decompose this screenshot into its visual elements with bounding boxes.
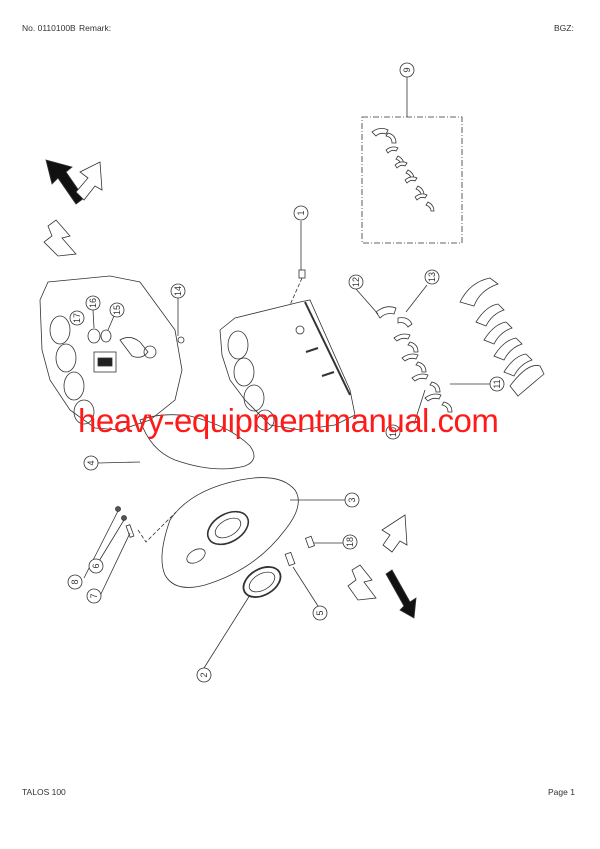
callout-11: 11 bbox=[489, 376, 505, 392]
document-number: No. 0110100B bbox=[22, 23, 76, 33]
model-name: TALOS 100 bbox=[22, 787, 66, 797]
svg-text:15: 15 bbox=[112, 305, 122, 315]
svg-text:8: 8 bbox=[70, 579, 80, 584]
callout-3: 3 bbox=[344, 492, 360, 508]
callout-5: 5 bbox=[312, 605, 328, 621]
svg-text:12: 12 bbox=[351, 277, 361, 287]
svg-text:16: 16 bbox=[88, 298, 98, 308]
bgz-label: BGZ: bbox=[554, 23, 574, 33]
watermark-text: heavy-equipmentmanual.com bbox=[78, 402, 499, 439]
svg-text:6: 6 bbox=[91, 563, 101, 568]
svg-text:2: 2 bbox=[199, 672, 209, 677]
callout-17: 17 bbox=[69, 310, 85, 326]
svg-text:18: 18 bbox=[345, 537, 355, 547]
callout-4: 4 bbox=[83, 455, 99, 471]
svg-text:3: 3 bbox=[347, 497, 357, 502]
svg-text:9: 9 bbox=[402, 67, 412, 72]
callout-9: 9 bbox=[399, 62, 415, 78]
svg-text:10: 10 bbox=[388, 427, 398, 437]
callout-7: 7 bbox=[86, 588, 102, 604]
callout-14: 14 bbox=[170, 283, 186, 299]
svg-text:11: 11 bbox=[492, 379, 502, 388]
callout-10: 10 bbox=[385, 424, 401, 440]
direction-arrow-icon bbox=[43, 159, 103, 257]
page-number: Page 1 bbox=[548, 787, 575, 797]
svg-text:13: 13 bbox=[427, 272, 437, 282]
callout-13: 13 bbox=[424, 269, 440, 285]
callout-8: 8 bbox=[67, 574, 83, 590]
callout-1: 1 bbox=[293, 205, 309, 221]
svg-text:14: 14 bbox=[173, 286, 183, 296]
callout-18: 18 bbox=[342, 534, 358, 550]
svg-text:5: 5 bbox=[315, 610, 325, 615]
direction-arrow-icon bbox=[347, 514, 417, 619]
callout-6: 6 bbox=[88, 558, 104, 574]
svg-text:17: 17 bbox=[72, 313, 82, 323]
svg-text:4: 4 bbox=[86, 460, 96, 465]
svg-text:7: 7 bbox=[89, 593, 99, 598]
callout-12: 12 bbox=[348, 274, 364, 290]
remark-label: Remark: bbox=[79, 23, 112, 33]
callout-16: 16 bbox=[85, 295, 101, 311]
svg-text:1: 1 bbox=[296, 210, 306, 215]
callout-15: 15 bbox=[109, 302, 125, 318]
callout-2: 2 bbox=[196, 667, 212, 683]
